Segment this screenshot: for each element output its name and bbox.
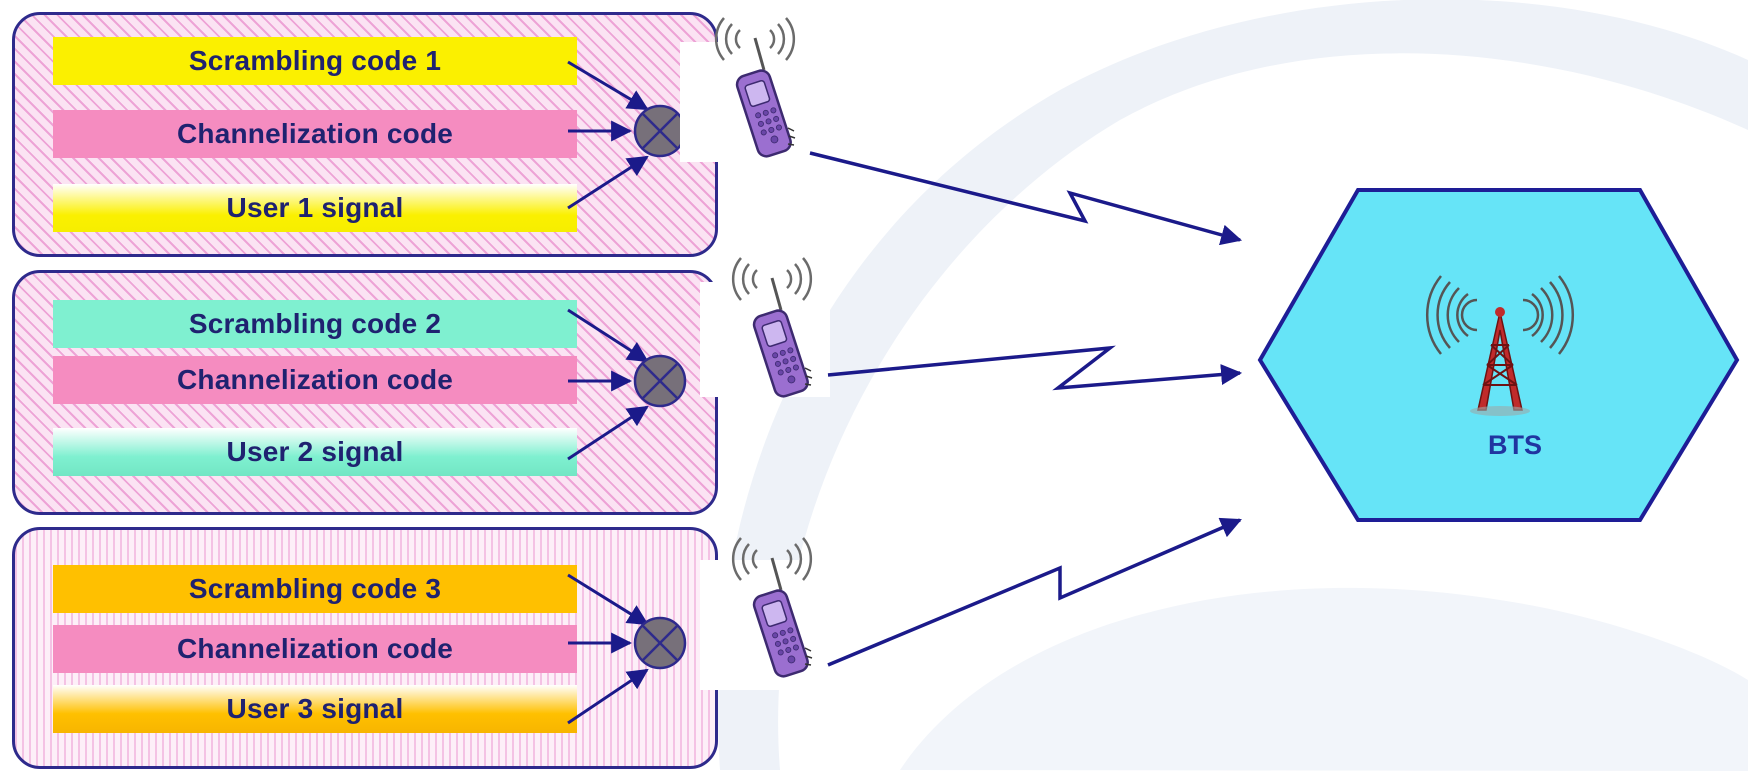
channelization-code-bar-3: Channelization code [53,625,577,673]
channelization-code-bar-2: Channelization code [53,356,577,404]
user-1-signal-bar: User 1 signal [53,184,577,232]
user-2-group: Scrambling code 2 Channelization code Us… [12,270,718,515]
user-1-group: Scrambling code 1 Channelization code Us… [12,12,718,257]
group-2-arrows [567,308,649,461]
lightning-link-icon [809,151,1243,246]
lightning-link-icon [827,517,1242,667]
lightning-link-icon [827,345,1243,391]
user-2-signal-bar: User 2 signal [53,428,577,476]
scrambling-code-2-bar: Scrambling code 2 [53,300,577,348]
scrambling-code-3-bar: Scrambling code 3 [53,565,577,613]
bts-label: BTS [1488,430,1542,460]
user-3-group: Scrambling code 3 Channelization code Us… [12,527,718,769]
multiplier-icon [633,104,687,158]
channelization-code-bar-1: Channelization code [53,110,577,158]
multiplier-icon [633,616,687,670]
group-3-arrows [567,573,649,725]
cell-tower-icon [1426,275,1574,416]
user-3-signal-bar: User 3 signal [53,685,577,733]
group-1-arrows [567,60,649,210]
scrambling-code-1-bar: Scrambling code 1 [53,37,577,85]
multiplier-icon [633,354,687,408]
